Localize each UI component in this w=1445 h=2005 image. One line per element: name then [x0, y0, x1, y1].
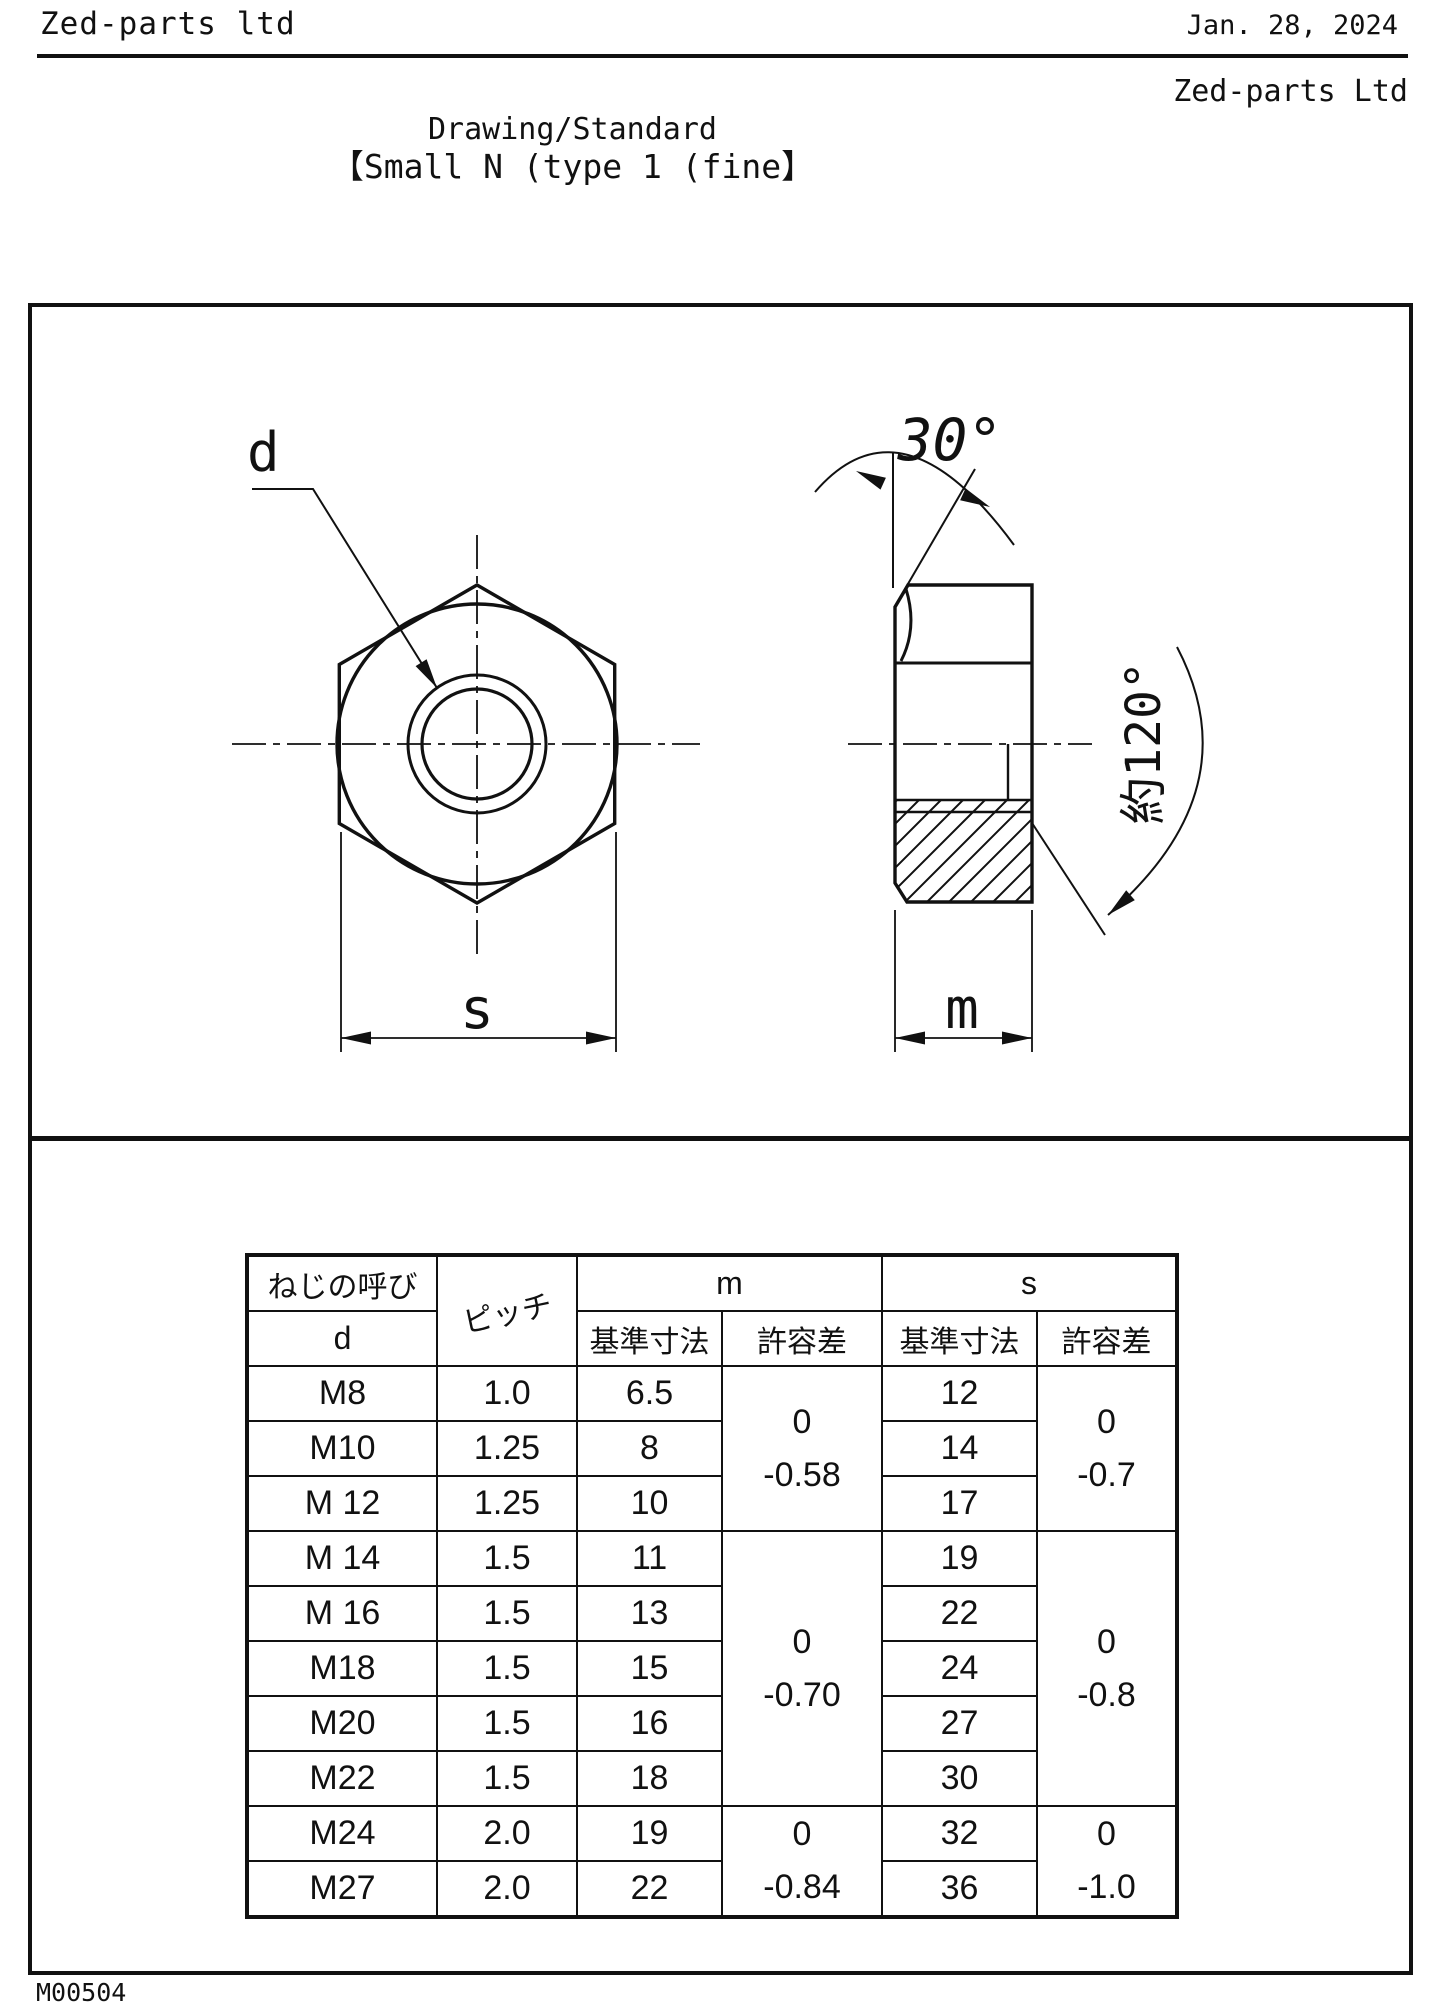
cell-s-basic: 24 — [881, 1640, 1038, 1697]
header-s-group: s — [881, 1254, 1178, 1312]
cell-pitch: 2.0 — [436, 1860, 578, 1918]
header-thread-designation: ねじの呼び — [246, 1254, 438, 1312]
title-block: Drawing/Standard 【Small N (type 1 (fine】 — [0, 113, 1145, 187]
cell-m-basic: 10 — [576, 1475, 723, 1532]
cell-m-basic: 18 — [576, 1750, 723, 1807]
company-name-right: Zed-parts Ltd — [1173, 74, 1408, 109]
cell-s-tolerance: 0-0.8 — [1036, 1530, 1178, 1807]
cell-pitch: 1.5 — [436, 1585, 578, 1642]
cell-s-tolerance: 0-0.7 — [1036, 1365, 1178, 1532]
cell-s-basic: 17 — [881, 1475, 1038, 1532]
cell-m-basic: 15 — [576, 1640, 723, 1697]
cell-s-basic: 27 — [881, 1695, 1038, 1752]
cell-thread-size: M 14 — [246, 1530, 438, 1587]
cell-m-tolerance: 0-0.84 — [721, 1805, 883, 1918]
cell-thread-size: M18 — [246, 1640, 438, 1697]
cell-m-basic: 19 — [576, 1805, 723, 1862]
header-m-group: m — [576, 1254, 883, 1312]
document-number: M00504 — [36, 1978, 127, 2005]
cell-thread-size: M27 — [246, 1860, 438, 1918]
cell-s-basic: 12 — [881, 1365, 1038, 1422]
cell-pitch: 1.25 — [436, 1420, 578, 1477]
cell-pitch: 1.5 — [436, 1695, 578, 1752]
header-m-basic: 基準寸法 — [576, 1310, 723, 1367]
cell-pitch: 1.5 — [436, 1640, 578, 1697]
cell-m-basic: 6.5 — [576, 1365, 723, 1422]
header-s-basic: 基準寸法 — [881, 1310, 1038, 1367]
cell-m-basic: 16 — [576, 1695, 723, 1752]
cell-m-basic: 13 — [576, 1585, 723, 1642]
cell-m-tolerance: 0-0.58 — [721, 1365, 883, 1532]
cell-m-tolerance: 0-0.70 — [721, 1530, 883, 1807]
cell-thread-size: M10 — [246, 1420, 438, 1477]
cell-s-basic: 36 — [881, 1860, 1038, 1918]
cell-thread-size: M 16 — [246, 1585, 438, 1642]
cell-m-basic: 8 — [576, 1420, 723, 1477]
cell-s-basic: 22 — [881, 1585, 1038, 1642]
cell-pitch: 1.0 — [436, 1365, 578, 1422]
cell-m-basic: 11 — [576, 1530, 723, 1587]
cell-pitch: 2.0 — [436, 1805, 578, 1862]
section-divider — [28, 1136, 1413, 1141]
cell-pitch: 1.25 — [436, 1475, 578, 1532]
header-rule — [37, 54, 1408, 58]
cell-thread-size: M 12 — [246, 1475, 438, 1532]
cell-thread-size: M8 — [246, 1365, 438, 1422]
cell-thread-size: M20 — [246, 1695, 438, 1752]
header-s-tolerance: 許容差 — [1036, 1310, 1178, 1367]
cell-m-basic: 22 — [576, 1860, 723, 1918]
header-d: d — [246, 1310, 438, 1367]
company-name-left: Zed-parts ltd — [40, 6, 296, 42]
cell-thread-size: M22 — [246, 1750, 438, 1807]
document-title: 【Small N (type 1 (fine】 — [330, 147, 815, 186]
header-pitch: ピッチ — [436, 1254, 578, 1367]
cell-s-basic: 32 — [881, 1805, 1038, 1862]
cell-thread-size: M24 — [246, 1805, 438, 1862]
document-subtitle: Drawing/Standard — [428, 112, 717, 147]
table-header-row-2: d 基準寸法 許容差 基準寸法 許容差 — [246, 1310, 1178, 1367]
cell-s-basic: 14 — [881, 1420, 1038, 1477]
cell-s-basic: 30 — [881, 1750, 1038, 1807]
header-m-tolerance: 許容差 — [721, 1310, 883, 1367]
cell-s-tolerance: 0-1.0 — [1036, 1805, 1178, 1918]
table-header-row-1: ねじの呼び ピッチ m s — [246, 1254, 1178, 1367]
cell-s-basic: 19 — [881, 1530, 1038, 1587]
cell-pitch: 1.5 — [436, 1530, 578, 1587]
cell-pitch: 1.5 — [436, 1750, 578, 1807]
document-date: Jan. 28, 2024 — [1186, 10, 1398, 41]
